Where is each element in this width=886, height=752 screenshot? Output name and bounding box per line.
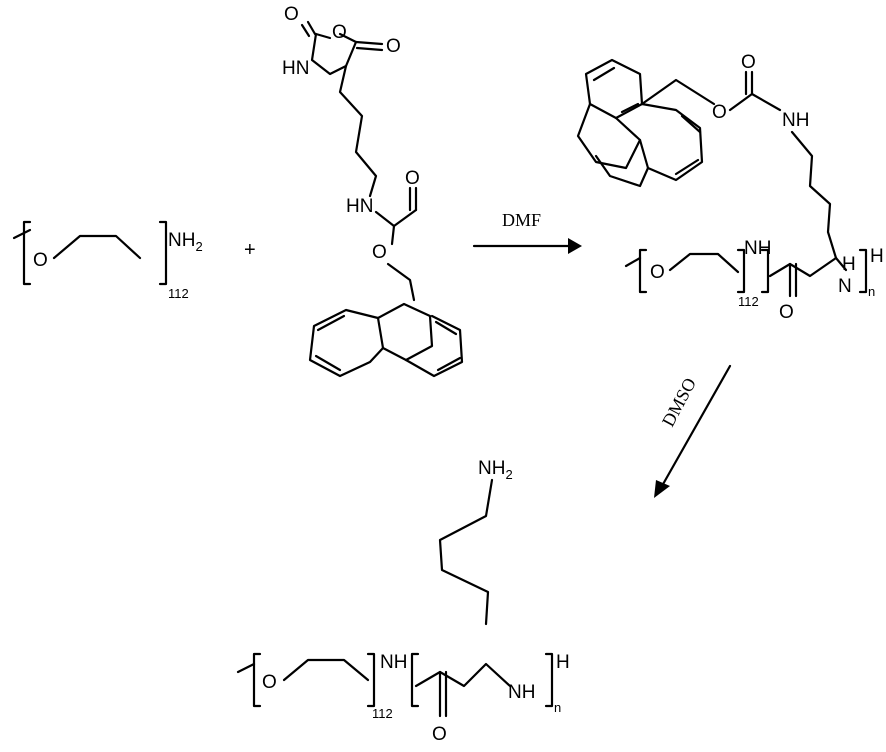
backbone-nitrogen-label-2: NH [508, 682, 535, 703]
carbamate-carbonyl-oxygen-2: O [741, 52, 756, 73]
repeat-count-label-2: 112 [738, 294, 759, 309]
amide-nitrogen-label: NH [744, 238, 771, 259]
carbamate-ester-oxygen: O [372, 242, 387, 263]
amine-label: NH [168, 230, 195, 251]
repeat-count-label: 112 [168, 286, 189, 301]
reactant-peg-amine: O NH2 112 [12, 220, 203, 301]
carbamate-carbonyl-oxygen: O [405, 168, 420, 189]
plus-sign: + [244, 239, 256, 261]
carbamate-ester-oxygen-2: O [712, 102, 727, 123]
amine-subscript: 2 [195, 239, 202, 254]
reactant-fmoc-lysine-nca: O O O HN HN O O [282, 4, 464, 378]
nca-ring-oxygen: O [332, 22, 347, 43]
amide-carbonyl-oxygen: O [779, 302, 794, 323]
nca-nitrogen-label: HN [282, 58, 309, 79]
arrow-step2: DMSO [654, 364, 732, 498]
carbamate-nitrogen-label: HN [346, 196, 373, 217]
nca-carbonyl-oxygen-1: O [284, 4, 299, 25]
intermediate-fmoc-copolymer: O O NH O 112 NH O N H n H [576, 52, 884, 323]
repeat-count-label-3: 112 [372, 706, 393, 721]
lysine-amine-subscript: 2 [505, 467, 512, 482]
oxygen-label-2: O [650, 262, 665, 283]
solvent-label-step2: DMSO [658, 375, 700, 430]
lysine-amine-label: NH [478, 458, 505, 479]
terminal-h-label-2: H [556, 652, 570, 673]
solvent-label-step1: DMF [502, 210, 541, 230]
nca-carbonyl-oxygen-2: O [386, 36, 401, 57]
amide-nitrogen-label-2: NH [380, 652, 407, 673]
degree-n-label: n [868, 284, 875, 299]
backbone-h-label: H [842, 254, 856, 275]
svg-text:NH2: NH2 [478, 458, 513, 482]
carbamate-nitrogen-label-2: NH [782, 110, 809, 131]
product-peg-polylysine: NH2 O 112 NH O NH n H [236, 458, 570, 745]
backbone-nitrogen-label: N [838, 276, 852, 297]
oxygen-label: O [33, 250, 48, 271]
svg-text:NH2: NH2 [168, 230, 203, 254]
degree-n-label-2: n [554, 700, 561, 715]
terminal-h-label: H [870, 246, 884, 267]
arrow-step1: DMF [472, 210, 582, 254]
amide-carbonyl-oxygen-2: O [432, 724, 447, 745]
oxygen-label-3: O [262, 672, 277, 693]
